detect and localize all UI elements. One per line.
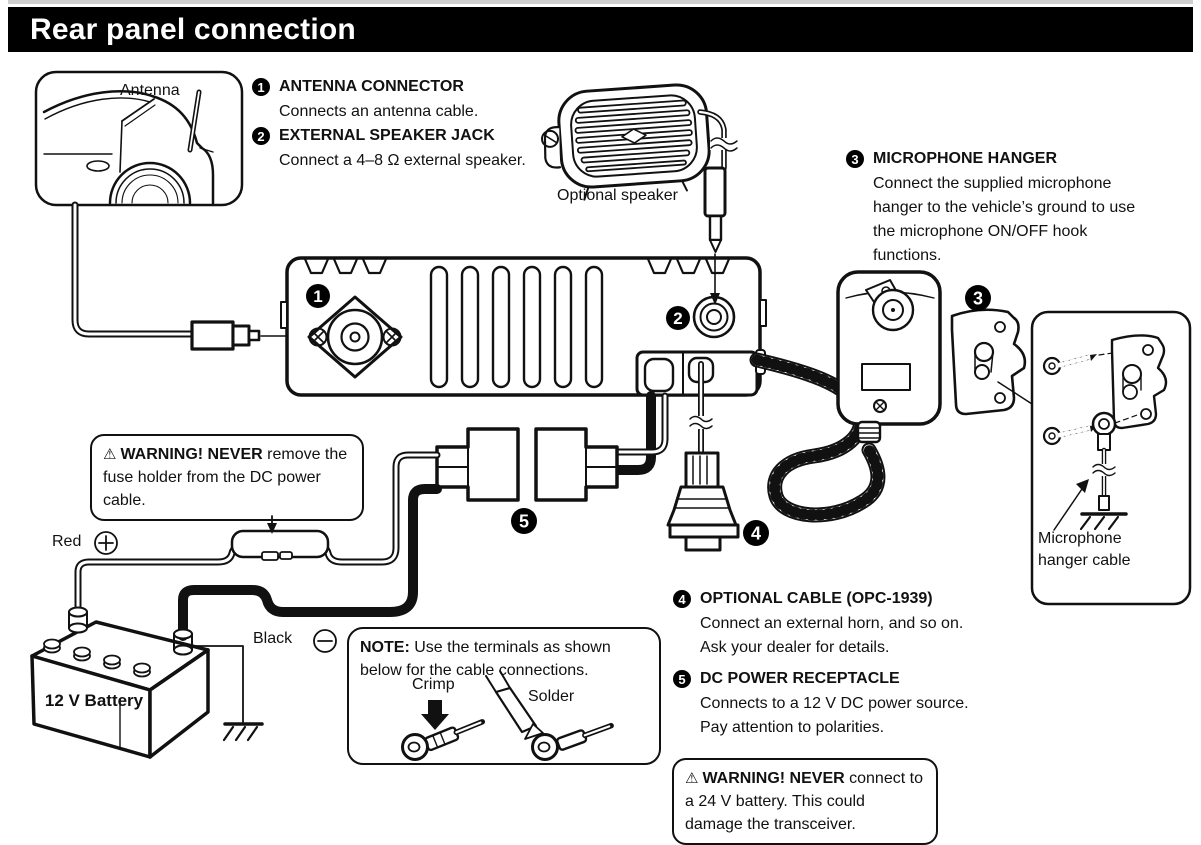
bracket-in-box [1110, 334, 1168, 430]
page-title-bar: Rear panel connection [8, 7, 1193, 52]
callout-item-mic-hanger: 3 MICROPHONE HANGER Connect the supplied… [846, 148, 1156, 268]
dc-cable-from-radio [612, 391, 669, 475]
callout-desc: Connect the supplied microphone hanger t… [873, 175, 1136, 264]
callout-desc: Connect an external horn, and so on. [700, 615, 964, 632]
battery [30, 606, 210, 759]
callout-list-bottom: 4 OPTIONAL CABLE (OPC-1939) Connect an e… [673, 588, 973, 740]
solder-label: Solder [528, 688, 575, 705]
callout-desc: Connect a 4–8 Ω external speaker. [279, 152, 526, 169]
antenna-connector [307, 295, 403, 379]
mic-hanger-cable-label: Microphone hanger cable [1038, 530, 1131, 569]
minus-polarity-icon [313, 629, 337, 653]
number-badge-icon: 5 [673, 670, 691, 688]
note-box: NOTE: Use the terminals as shown below f… [347, 627, 661, 765]
warning-icon: ⚠ [103, 445, 117, 463]
battery-negative-post [173, 628, 193, 656]
note-bold: NOTE: [360, 639, 410, 656]
warning-fuse-box: ⚠WARNING! NEVER remove the fuse holder f… [90, 434, 364, 521]
optional-speaker-label: Optional speaker [557, 187, 678, 204]
antenna-cable [71, 201, 261, 351]
battery-caps [43, 638, 151, 678]
screw-icon [1042, 348, 1141, 376]
microphone [749, 270, 942, 523]
callout-list-top: 1 ANTENNA CONNECTOR Connects an antenna … [252, 76, 582, 173]
crimp-label: Crimp [412, 676, 455, 693]
callout-desc: Connects to a 12 V DC power source. [700, 695, 969, 712]
callout-title: ANTENNA CONNECTOR [279, 78, 464, 95]
fuse-holder [230, 529, 330, 561]
badge-5: 5 [519, 512, 529, 532]
panel-vent-notches [303, 257, 731, 275]
mic-strain-relief [856, 420, 882, 444]
hanger-cable-illustration [1053, 411, 1128, 531]
mic-hanger-bracket [950, 308, 1033, 416]
car-illustration [34, 70, 244, 207]
note-text: Use the terminals as shown below for the… [360, 639, 611, 679]
dc-socket-housing [635, 350, 759, 397]
badge-1: 1 [313, 287, 322, 306]
page-top-strip [8, 0, 1193, 4]
warning-text: connect to a 24 V battery. This could da… [685, 770, 923, 833]
radio-rear-panel [280, 256, 767, 397]
callout-title: DC POWER RECEPTACLE [700, 670, 900, 687]
number-badge-icon: 1 [252, 78, 270, 96]
mic-hanger-detail-box [1030, 310, 1192, 606]
external-speaker-jack [692, 295, 736, 339]
ground-symbol [191, 645, 264, 742]
callout-desc: Pay attention to polarities. [700, 719, 885, 736]
speaker-bracket [540, 126, 562, 169]
callout-item-antenna-connector: 1 ANTENNA CONNECTOR [252, 76, 582, 98]
speaker-plug-arrow [710, 253, 720, 305]
antenna-label: Antenna [120, 82, 180, 99]
badge-4: 4 [751, 524, 761, 544]
number-badge-icon: 3 [846, 150, 864, 168]
callout-title: EXTERNAL SPEAKER JACK [279, 127, 495, 144]
speaker-cable [697, 109, 738, 171]
badge-2: 2 [673, 309, 682, 328]
callout-title: OPTIONAL CABLE (OPC-1939) [700, 590, 933, 607]
dc-connector-pair [435, 427, 619, 502]
black-wire-label: Black [253, 630, 293, 647]
callout-title: MICROPHONE HANGER [873, 150, 1058, 167]
badge-3: 3 [973, 289, 983, 309]
callout-desc: Connects an antenna cable. [279, 103, 479, 120]
red-wire-label: Red [52, 533, 82, 550]
callout-item-optional-cable: 4 OPTIONAL CABLE (OPC-1939) [673, 588, 973, 610]
warning-text: remove the fuse holder from the DC power… [103, 446, 348, 509]
solder-terminal-illustration [485, 670, 614, 761]
optional-speaker [540, 83, 738, 253]
battery-label: 12 V Battery [44, 691, 144, 710]
warning-bold: WARNING! NEVER [120, 446, 263, 463]
crimp-terminal-illustration [401, 700, 486, 761]
number-badge-icon: 2 [252, 127, 270, 145]
warning-icon: ⚠ [685, 769, 699, 787]
warning-battery-box: ⚠WARNING! NEVER connect to a 24 V batter… [672, 758, 938, 845]
plus-polarity-icon [94, 531, 118, 555]
page-title: Rear panel connection [30, 12, 356, 46]
car-antenna [187, 89, 202, 153]
opc-1939-plug [666, 361, 740, 552]
callout-item-dc-receptacle: 5 DC POWER RECEPTACLE [673, 668, 973, 690]
heat-sink-fins [429, 265, 604, 389]
black-power-wire [178, 484, 442, 641]
diagram-badges: 1 2 3 4 5 [306, 284, 991, 546]
number-badge-icon: 4 [673, 590, 691, 608]
battery-positive-post [68, 606, 88, 634]
speaker-plug [703, 166, 727, 253]
callout-desc: Ask your dealer for details. [700, 639, 890, 656]
warning-bold: WARNING! NEVER [702, 770, 845, 787]
callout-item-speaker-jack: 2 EXTERNAL SPEAKER JACK [252, 125, 582, 147]
